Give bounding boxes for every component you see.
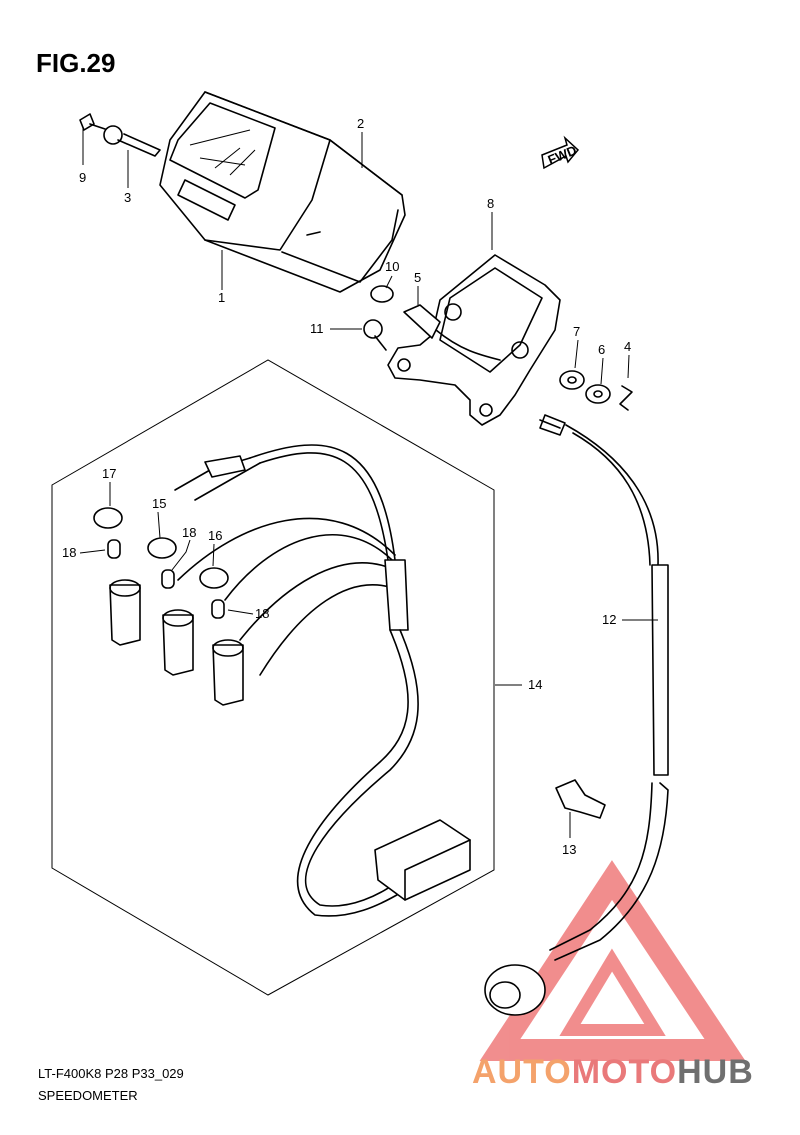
figure-code: LT-F400K8 P28 P33_029: [38, 1066, 184, 1081]
callout-1: 1: [218, 290, 225, 305]
watermark-part-1: AUTO: [472, 1053, 572, 1091]
fwd-label: FWD: [546, 142, 579, 167]
watermark-part-2: MOTO: [571, 1053, 678, 1091]
wiring-kit-outline: [51, 359, 495, 996]
speedometer-housing: [159, 91, 406, 293]
washers-and-pin: [559, 370, 633, 411]
wiring-harness: [174, 444, 471, 917]
cable-clamp: [555, 779, 606, 819]
callout-6: 6: [598, 342, 605, 357]
callout-17: 17: [102, 466, 116, 481]
watermark-logo: [479, 860, 746, 1061]
indicator-sockets: [93, 507, 244, 706]
bulb-and-socket: [370, 285, 501, 361]
figure-title: FIG.29: [36, 48, 116, 78]
callout-4: 4: [624, 339, 631, 354]
screw-and-gear: [79, 113, 161, 157]
callout-18: 18: [255, 606, 269, 621]
callout-9: 9: [79, 170, 86, 185]
meter-bracket: [387, 254, 561, 426]
callout-15: 15: [152, 496, 166, 511]
callout-5: 5: [414, 270, 421, 285]
watermark-part-3: HUB: [677, 1053, 754, 1091]
figure-name: SPEEDOMETER: [38, 1088, 138, 1103]
callout-14: 14: [528, 677, 542, 692]
callout-7: 7: [573, 324, 580, 339]
callout-11: 11: [310, 321, 324, 336]
callout-10: 10: [385, 259, 399, 274]
watermark-text: AUTOMOTOHUB: [472, 1053, 754, 1092]
callout-3: 3: [124, 190, 131, 205]
callout-8: 8: [487, 196, 494, 211]
fwd-direction-badge: FWD: [541, 135, 580, 170]
callout-12: 12: [602, 612, 616, 627]
speedometer-cable: [484, 414, 669, 1016]
callout-13: 13: [562, 842, 576, 857]
callout-18: 18: [62, 545, 76, 560]
callout-labels: 2 1 9 3 8 10 5 11 7 6 4 12 13 14 15 16 1…: [62, 116, 631, 857]
callout-18: 18: [182, 525, 196, 540]
bolt: [363, 319, 387, 351]
callout-2: 2: [357, 116, 364, 131]
leader-lines: [79, 128, 658, 838]
callout-16: 16: [208, 528, 222, 543]
